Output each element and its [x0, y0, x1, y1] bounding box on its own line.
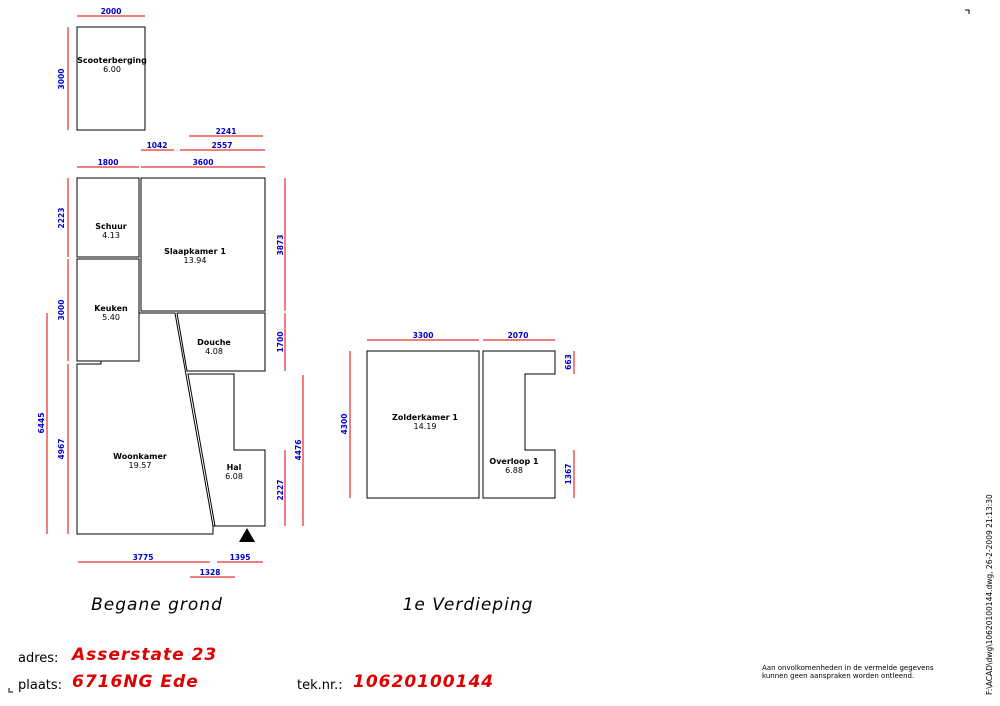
dim-3775: 3775 — [133, 553, 154, 562]
room-area-overloop: 6.88 — [505, 466, 523, 475]
plaats-value: 6716NG Ede — [72, 672, 199, 692]
dim-1700: 1700 — [276, 332, 285, 353]
room-area-schuur: 4.13 — [102, 231, 120, 240]
first-floor-walls — [366, 350, 556, 499]
room-zolderkamer — [366, 350, 480, 499]
room-area-scooterberging: 6.00 — [103, 65, 121, 74]
dimension-labels: 2000 3000 2241 1042 2557 1800 3600 2223 … — [37, 7, 573, 577]
dim-2223: 2223 — [57, 208, 66, 229]
floor-title-first: 1e Verdieping — [403, 595, 534, 615]
room-name-woonkamer: Woonkamer — [113, 452, 167, 461]
dim-3000: 3000 — [57, 300, 66, 321]
room-name-hal: Hal — [227, 463, 242, 472]
room-area-hal: 6.08 — [225, 472, 243, 481]
adres-value: Asserstate 23 — [70, 645, 217, 665]
dim-4967: 4967 — [57, 439, 66, 460]
room-schuur — [76, 177, 140, 258]
floor-title-ground: Begane grond — [91, 595, 223, 615]
room-area-slaapkamer: 13.94 — [184, 256, 207, 265]
dim-3873: 3873 — [276, 235, 285, 256]
dim-1800: 1800 — [98, 158, 119, 167]
dim-4300: 4300 — [340, 414, 349, 435]
dim-3600: 3600 — [193, 158, 214, 167]
dim-1042: 1042 — [147, 141, 168, 150]
dim-scooter-height: 3000 — [57, 69, 66, 90]
room-name-keuken: Keuken — [94, 304, 128, 313]
dim-3300: 3300 — [413, 331, 434, 340]
tek-value: 10620100144 — [353, 672, 494, 692]
room-area-douche: 4.08 — [205, 347, 223, 356]
dim-2557: 2557 — [212, 141, 233, 150]
dim-1328: 1328 — [200, 568, 221, 577]
room-name-schuur: Schuur — [95, 222, 127, 231]
corner-mark-top-right — [965, 9, 970, 14]
dim-2227: 2227 — [276, 480, 285, 501]
entrance-marker-icon — [239, 528, 255, 542]
adres-label: adres: — [18, 651, 58, 666]
address-block: adres: Asserstate 23 plaats: 6716NG Ede … — [18, 645, 494, 693]
dim-1367: 1367 — [564, 464, 573, 485]
dim-scooter-width: 2000 — [101, 7, 122, 16]
room-name-slaapkamer: Slaapkamer 1 — [164, 247, 226, 256]
corner-mark-bottom-left — [8, 688, 13, 693]
room-area-keuken: 5.40 — [102, 313, 120, 322]
room-area-zolderkamer: 14.19 — [414, 422, 437, 431]
room-slaapkamer — [140, 177, 266, 312]
room-overloop — [482, 350, 556, 499]
room-name-zolderkamer: Zolderkamer 1 — [392, 413, 458, 422]
dim-663: 663 — [564, 354, 573, 370]
dim-4476: 4476 — [294, 440, 303, 461]
dim-1395: 1395 — [230, 553, 251, 562]
room-name-overloop: Overloop 1 — [489, 457, 539, 466]
room-labels: Scooterberging 6.00 Schuur 4.13 Slaapkam… — [77, 56, 539, 481]
disclaimer-line-2: kunnen geen aanspraken worden ontleend. — [762, 672, 914, 680]
dim-2241: 2241 — [216, 127, 237, 136]
ground-floor-walls — [76, 26, 266, 542]
room-woonkamer — [76, 312, 214, 535]
dim-6445: 6445 — [37, 413, 46, 434]
room-name-douche: Douche — [197, 338, 231, 347]
plaats-label: plaats: — [18, 678, 62, 693]
tek-label: tek.nr.: — [297, 678, 343, 693]
file-path: F:\ACAD\dwg\10620100144.dwg, 26-2-2009 2… — [985, 494, 994, 695]
dim-2070: 2070 — [508, 331, 529, 340]
room-scooterberging — [76, 26, 146, 131]
disclaimer-line-1: Aan onvolkomenheden in de vermelde gegev… — [762, 664, 934, 672]
room-name-scooterberging: Scooterberging — [77, 56, 147, 65]
room-douche — [176, 312, 266, 372]
dimension-lines — [46, 15, 575, 578]
room-area-woonkamer: 19.57 — [129, 461, 152, 470]
